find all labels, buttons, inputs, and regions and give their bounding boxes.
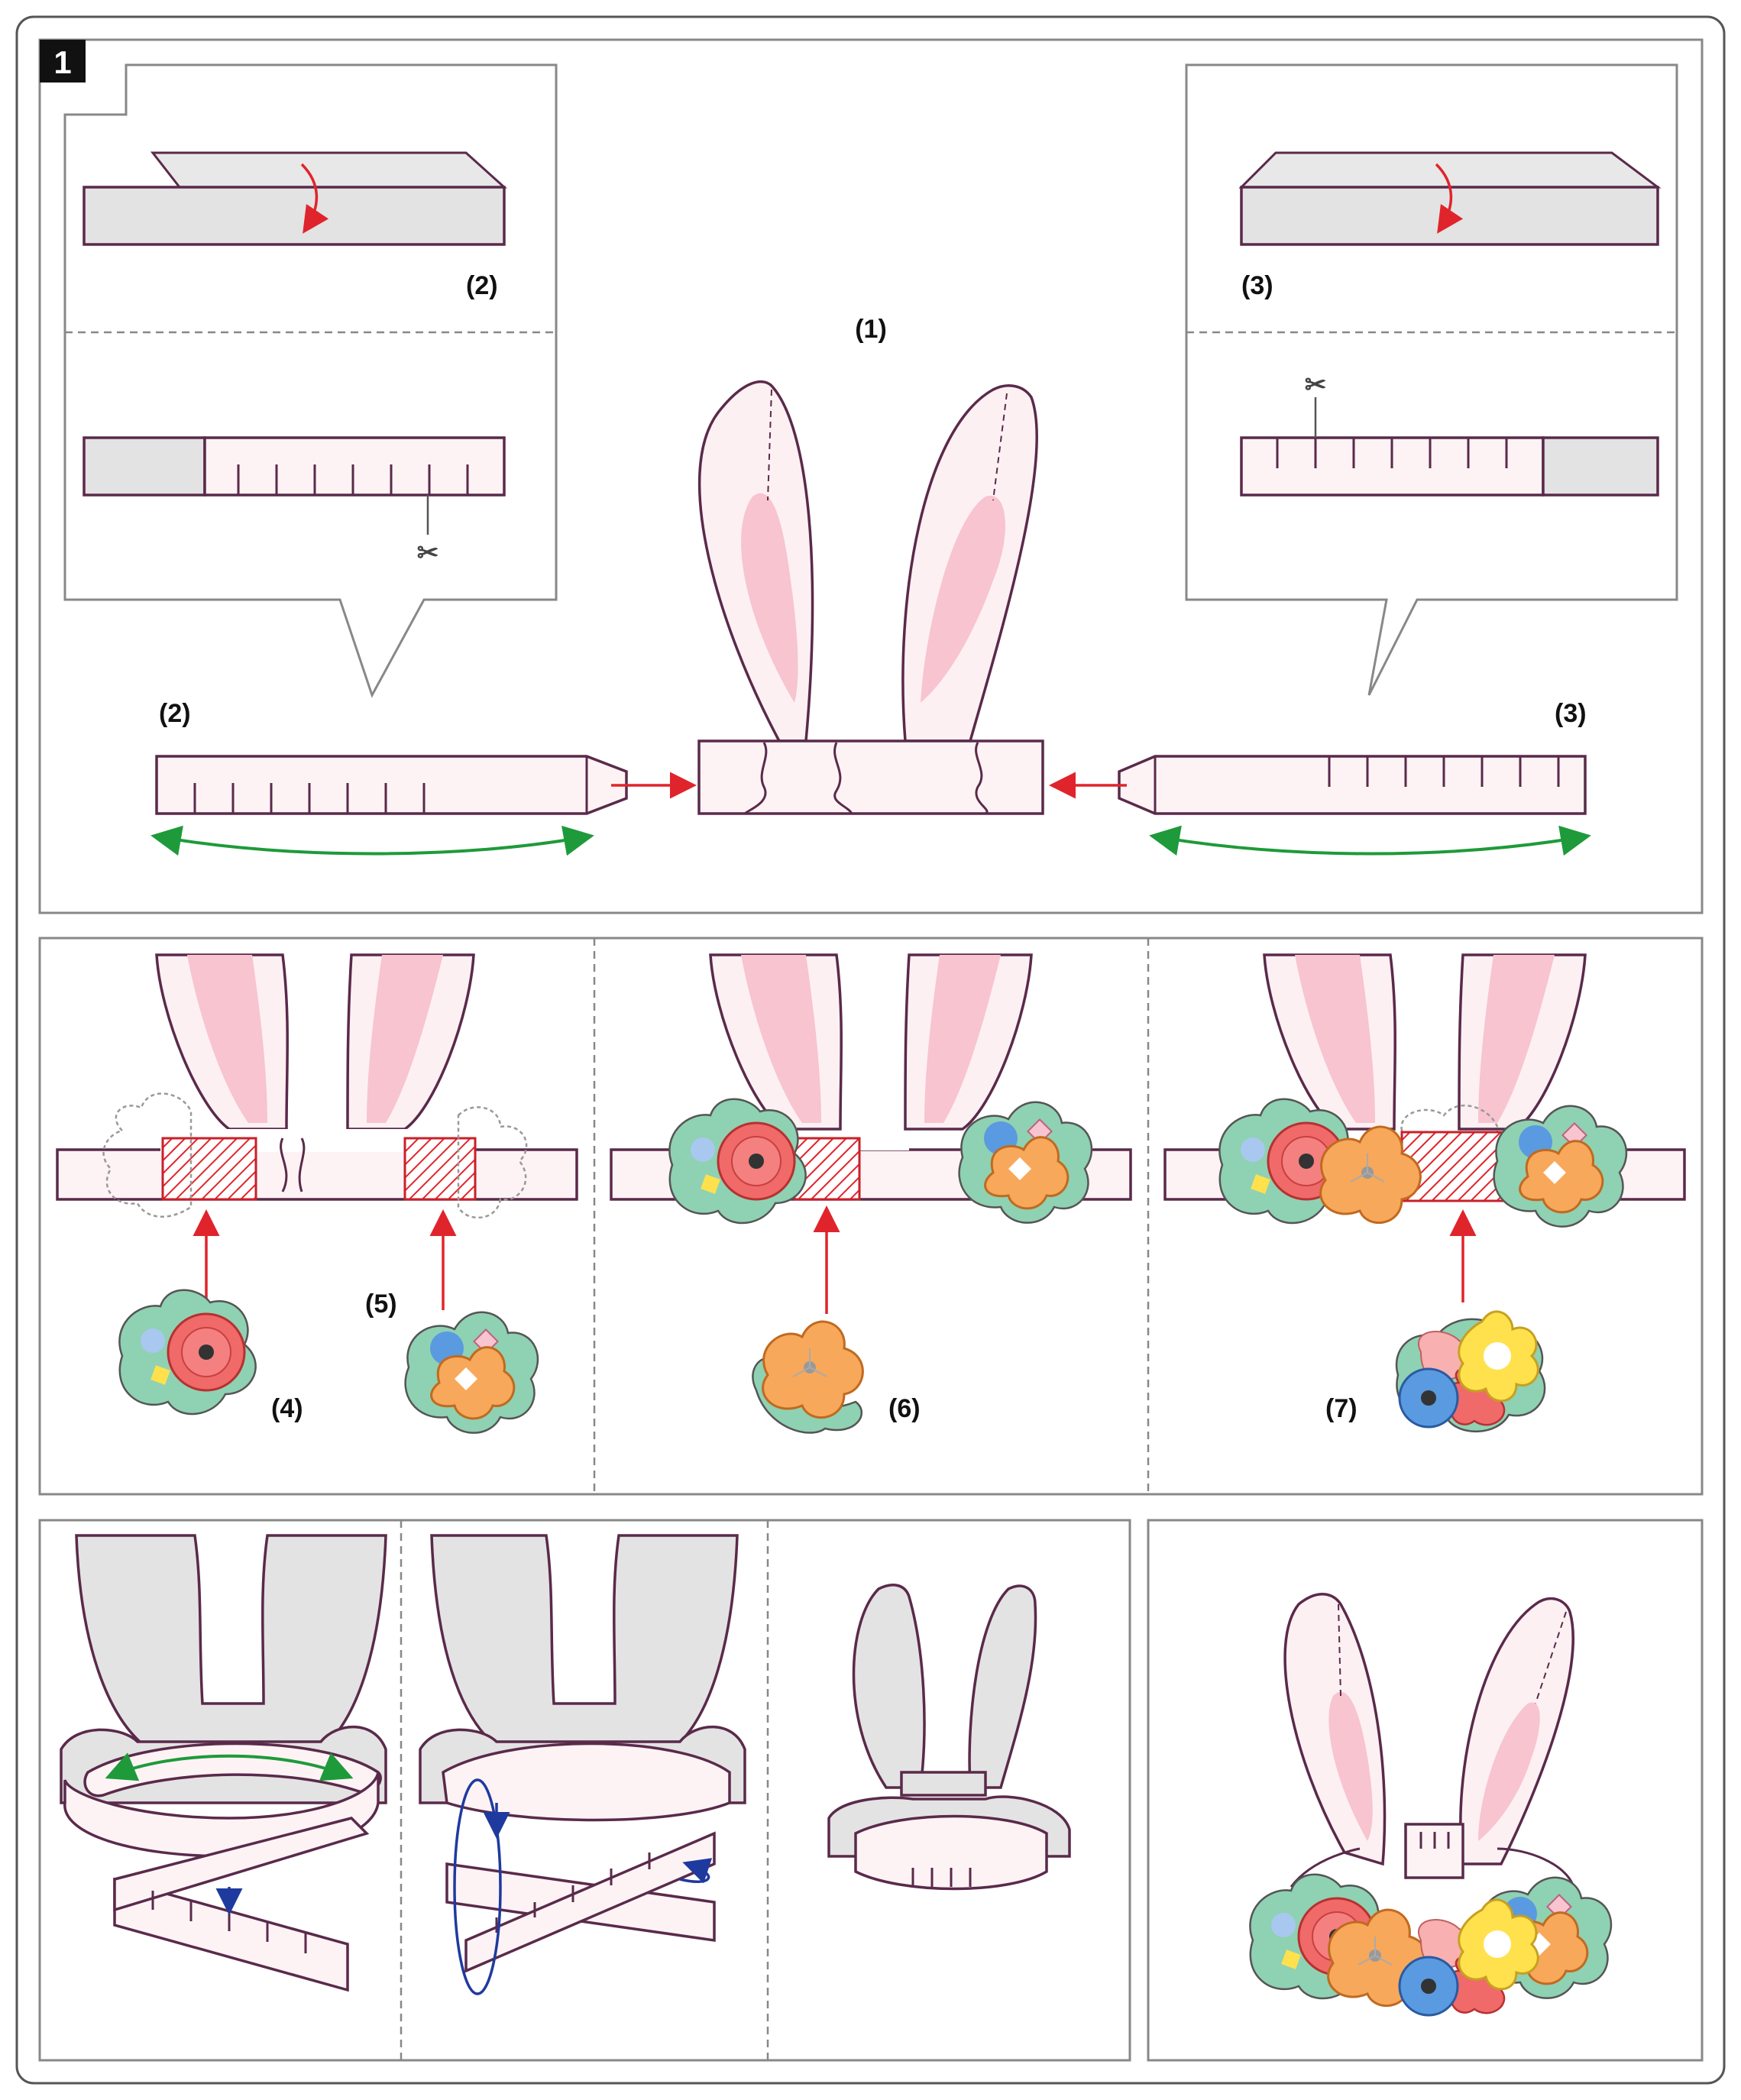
step-number: 1 [53,44,71,80]
scissors-icon-right: ✂ [1305,370,1327,400]
bunny-ears-main [697,380,1044,815]
ring-step-form [60,1534,387,1992]
curve-arrow-icon-right [1149,825,1591,856]
subpanel-attach-6: (6) [610,953,1132,1434]
right-strip [1118,755,1591,856]
left-strip-label: (2) [159,699,191,728]
right-strip-label: (3) [1555,699,1587,728]
main-piece-label: (1) [855,315,887,344]
subpanel-attach-4-5: (4) (5) [56,953,578,1435]
page-frame [15,15,1726,2085]
callout-right-label: (3) [1241,271,1273,300]
callout-left: (2) ✂ [63,63,558,698]
left-strip [150,755,628,856]
subpanel-attach-7: (7) [1163,953,1686,1433]
flower-7-label: (7) [1325,1394,1358,1423]
step-badge: 1 [40,40,86,83]
fold-arrow-icon [300,163,329,234]
flower-6-label: (6) [888,1394,921,1423]
finished-headband [1248,1593,1613,2017]
flower-5-label: (5) [365,1289,397,1319]
ring-step-done [827,1584,1071,1891]
wrap-arrow-icon-loop [453,1778,502,1995]
fold-arrow-icon-right [1435,163,1464,234]
flower-cluster-7 [1395,1310,1546,1433]
curve-arrow-icon-ring [105,1752,354,1781]
flower-4-label: (4) [271,1394,303,1423]
callout-right: (3) ✂ [1185,63,1678,696]
scissors-icon: ✂ [417,539,439,568]
curve-arrow-icon [150,825,594,856]
ring-step-wrap [419,1534,746,1995]
callout-left-label: (2) [466,271,498,300]
